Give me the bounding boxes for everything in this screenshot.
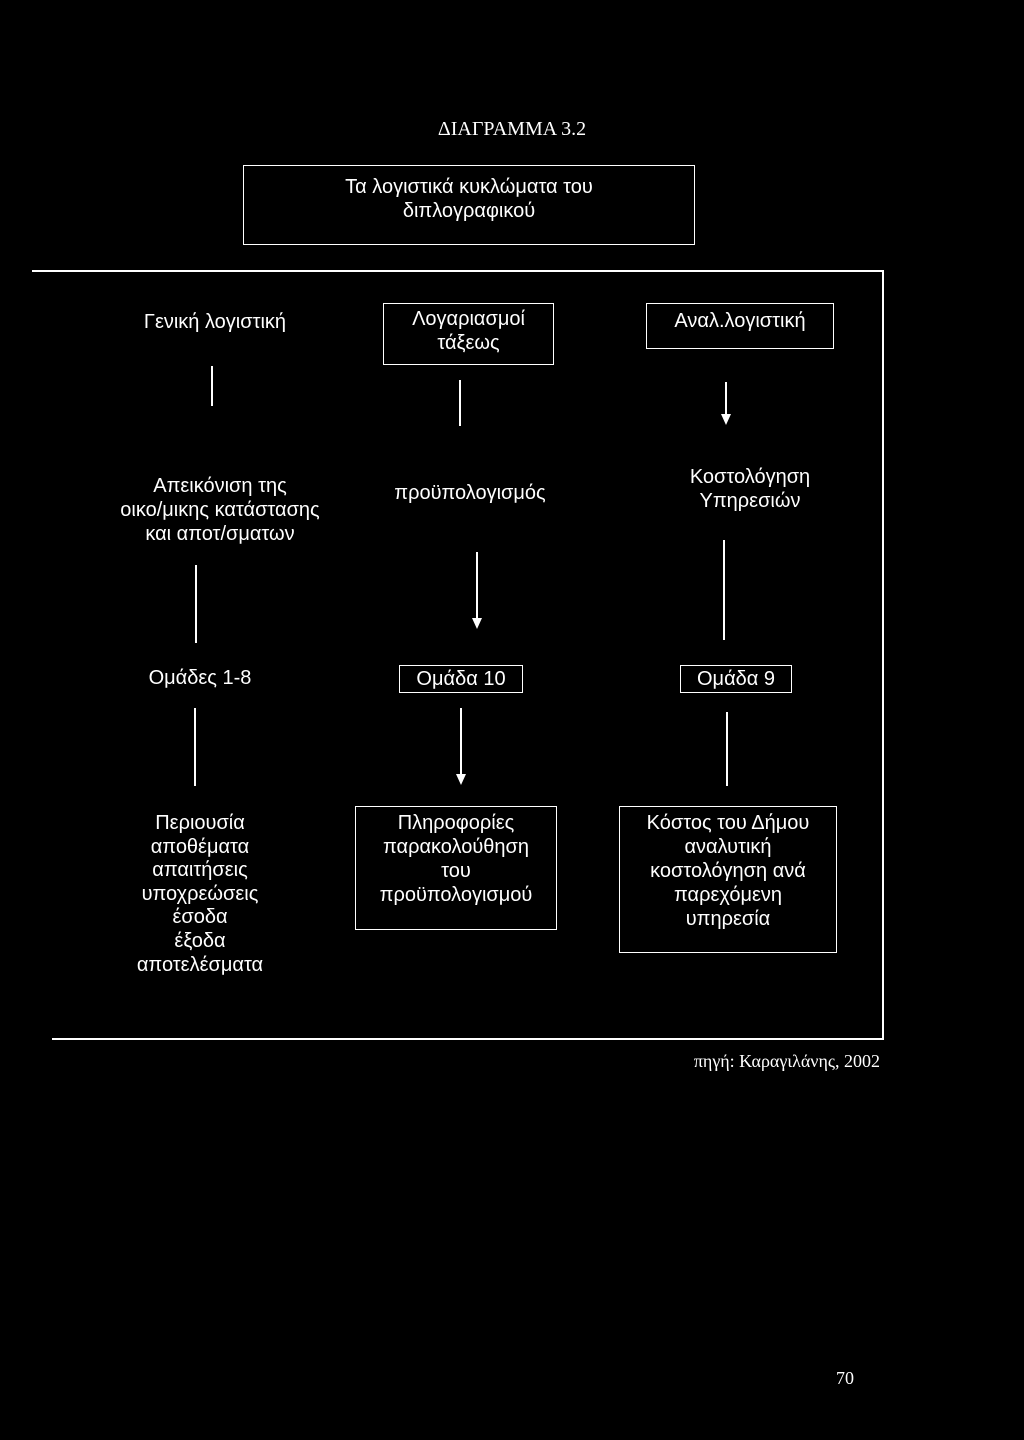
order-group-box	[399, 665, 523, 693]
analytic-connector-2	[723, 540, 725, 640]
general-header: Γενική λογιστική	[143, 311, 287, 333]
diagram-title: Τα λογιστικά κυκλώματα του διπλογραφικού	[345, 176, 593, 222]
general-group: Ομάδες 1-8	[148, 667, 252, 689]
frame-right-line	[882, 270, 884, 1040]
general-connector-2	[195, 565, 197, 643]
order-connector-2	[476, 552, 478, 620]
analytic-arrow-1	[721, 414, 731, 425]
page-number: 70	[836, 1368, 854, 1388]
order-details-box	[355, 806, 557, 930]
analytic-middle: Κοστολόγηση Υπηρεσιών	[689, 466, 811, 512]
analytic-details-box	[619, 806, 837, 953]
order-connector-3	[460, 708, 462, 776]
analytic-connector-3	[726, 712, 728, 786]
frame-bottom-line	[52, 1038, 884, 1040]
source-caption: πηγή: Καραγιλάνης, 2002	[693, 1051, 880, 1071]
order-connector-1	[459, 380, 461, 426]
order-header: Λογαριασμοί τάξεως	[412, 308, 525, 354]
general-middle: Απεικόνιση της οικο/μικης κατάστασης και…	[120, 475, 320, 545]
title-box	[243, 165, 695, 245]
general-connector-1	[211, 366, 213, 406]
analytic-connector-1	[725, 382, 727, 416]
frame-top-line	[32, 270, 884, 272]
analytic-details: Κόστος του Δήμου αναλυτική κοστολόγηση α…	[646, 812, 810, 930]
general-connector-3	[194, 708, 196, 786]
order-arrow-1	[472, 618, 482, 629]
order-header-box	[383, 303, 554, 365]
order-details: Πληροφορίες παρακολούθηση του προϋπολογι…	[379, 812, 533, 906]
diagram-heading: ΔΙΑΓΡΑΜΜΑ 3.2	[437, 118, 587, 140]
analytic-group: Ομάδα 9	[696, 668, 776, 690]
order-arrow-2	[456, 774, 466, 785]
analytic-header: Αναλ.λογιστική	[674, 310, 806, 332]
analytic-group-box	[680, 665, 792, 693]
analytic-header-box	[646, 303, 834, 349]
order-group: Ομάδα 10	[416, 668, 506, 690]
general-details: Περιουσία αποθέματα απαιτήσεις υποχρεώσε…	[136, 812, 264, 976]
order-middle: προϋπολογισμός	[394, 482, 546, 504]
